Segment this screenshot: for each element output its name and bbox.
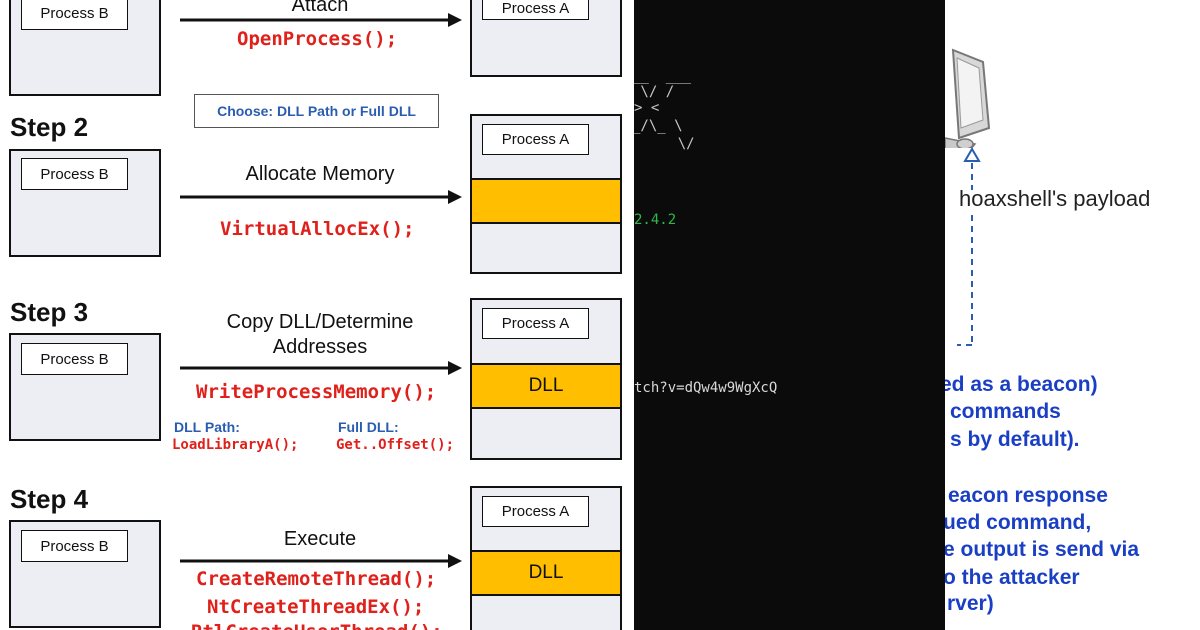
- full-dll-label: Full DLL:: [338, 419, 399, 435]
- allocate-arrow: [180, 190, 462, 204]
- version-text: 2.4.2: [634, 212, 677, 228]
- createremotethread-api: CreateRemoteThread();: [196, 568, 437, 590]
- process-a-label-step2: Process A: [482, 124, 589, 155]
- attach-label: Attach: [291, 0, 349, 16]
- network-panel: hoaxshell's payload ed as a beacon) comm…: [945, 0, 1200, 630]
- allocated-memory-band: [472, 178, 620, 224]
- process-b-label-step3: Process B: [21, 343, 128, 375]
- note-line-5: eacon response: [948, 484, 1108, 507]
- ascii-art-line3: > <: [634, 100, 660, 116]
- get-offset-api: Get..Offset();: [336, 437, 455, 453]
- ntcreatethreadex-api: NtCreateThreadEx();: [207, 596, 425, 618]
- computer-icon: [945, 48, 991, 148]
- note-line-7: e output is send via: [945, 538, 1140, 561]
- openprocess-api: OpenProcess();: [237, 28, 398, 50]
- allocate-memory-label: Allocate Memory: [245, 163, 395, 185]
- beacon-dashed-arrow: [957, 147, 981, 346]
- step-2-title: Step 2: [10, 112, 89, 142]
- choose-dll-box: Choose: DLL Path or Full DLL: [194, 94, 439, 128]
- step-4-title: Step 4: [10, 484, 89, 514]
- note-line-3: s by default).: [950, 428, 1080, 451]
- ascii-art-line1: __ ___: [634, 68, 692, 84]
- url-text: tch?v=dQw4w9WgXcQ: [634, 380, 778, 396]
- rtlcreateuserthread-api: RtlCreateUserThread();: [191, 621, 443, 630]
- payload-label: hoaxshell's payload: [959, 186, 1151, 211]
- execute-arrow: [180, 554, 462, 568]
- dll-path-label: DLL Path:: [174, 419, 240, 435]
- note-line-6: ued command,: [945, 511, 1092, 534]
- note-line-2: commands: [950, 400, 1061, 423]
- virtualallocex-api: VirtualAllocEx();: [220, 218, 415, 240]
- process-a-label-step4: Process A: [482, 496, 589, 527]
- terminal-panel: __ ___ \/ / > < _/\_ \ \/ 2.4.2 tch?v=dQ…: [634, 0, 945, 630]
- dll-band-step3: DLL: [472, 363, 620, 409]
- dll-band-step4: DLL: [472, 550, 620, 596]
- process-b-label-step4: Process B: [21, 530, 128, 562]
- attach-arrow: [180, 13, 462, 27]
- process-a-label-step1: Process A: [482, 0, 589, 20]
- ascii-art-line2: \/ /: [634, 84, 675, 100]
- process-b-label-step1: Process B: [21, 0, 128, 30]
- note-line-8: o the attacker: [945, 566, 1080, 589]
- process-b-label-step2: Process B: [21, 158, 128, 190]
- copy-arrow: [180, 361, 462, 375]
- copy-dll-label-line2: Addresses: [272, 336, 368, 358]
- loadlibrarya-api: LoadLibraryA();: [172, 437, 299, 453]
- note-line-1: ed as a beacon): [945, 373, 1098, 396]
- process-a-label-step3: Process A: [482, 308, 589, 339]
- dll-injection-diagram: Process B Attach OpenProcess(); Process …: [9, 0, 622, 630]
- step-3-title: Step 3: [10, 297, 89, 327]
- ascii-art-line4: _/\_ \: [634, 118, 683, 134]
- execute-label: Execute: [283, 528, 357, 550]
- ascii-art-line5: \/: [644, 136, 695, 152]
- note-line-9: rver): [947, 592, 994, 615]
- copy-dll-label-line1: Copy DLL/Determine: [226, 311, 414, 333]
- writeprocessmemory-api: WriteProcessMemory();: [196, 381, 437, 403]
